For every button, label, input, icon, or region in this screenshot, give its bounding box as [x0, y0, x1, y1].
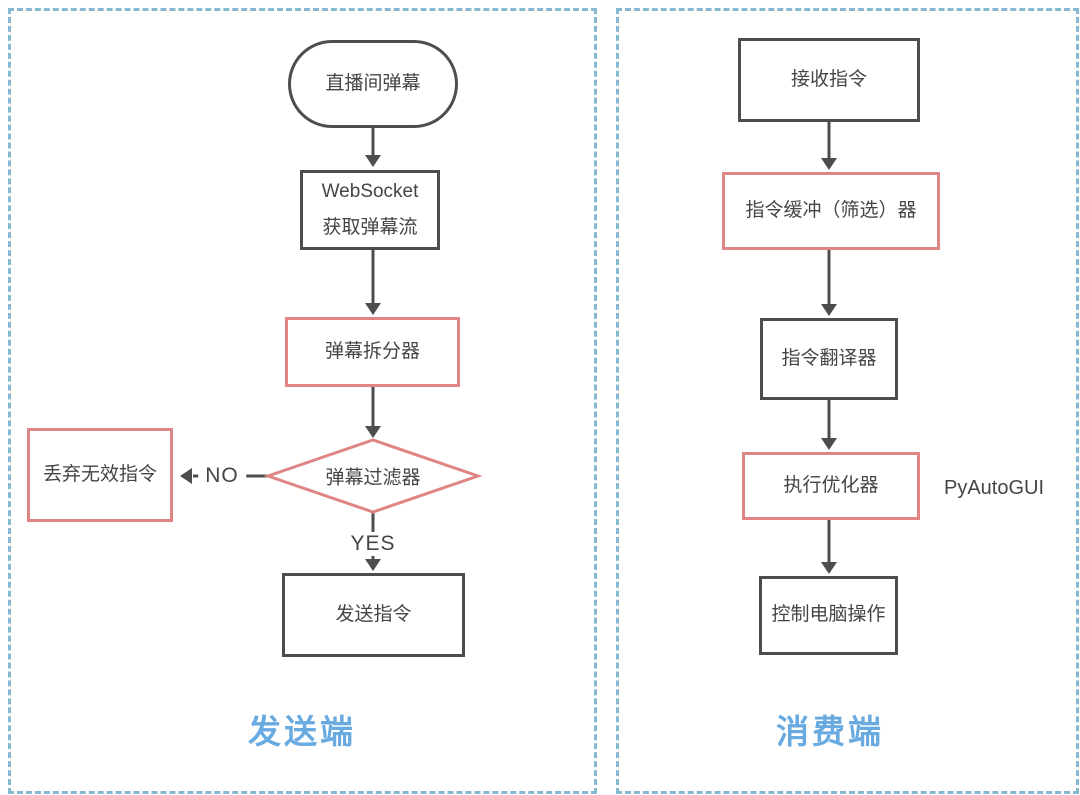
- node-websocket-label-line1: WebSocket: [321, 180, 419, 202]
- node-danmaku-splitter-label: 弹幕拆分器: [324, 340, 420, 362]
- node-discard-invalid-label: 丢弃无效指令: [42, 463, 157, 485]
- node-websocket-label-line2: 获取弹幕流: [322, 217, 418, 238]
- node-websocket: WebSocket 获取弹幕流: [300, 170, 440, 250]
- node-send-command-label: 发送指令: [335, 603, 412, 625]
- node-receive-command-label: 接收指令: [790, 68, 867, 90]
- node-send-command: 发送指令: [282, 573, 465, 657]
- edge-label-yes: YES: [343, 532, 403, 556]
- node-execution-optimizer: 执行优化器: [742, 452, 920, 520]
- node-command-buffer: 指令缓冲（筛选）器: [722, 172, 940, 250]
- annotation-pyautogui: PyAutoGUI: [944, 477, 1045, 499]
- sender-panel: [8, 8, 597, 794]
- edge-label-no: NO: [198, 464, 246, 488]
- node-live-danmaku-label: 直播间弹幕: [325, 72, 421, 94]
- node-discard-invalid: 丢弃无效指令: [27, 428, 173, 522]
- node-execution-optimizer-label: 执行优化器: [783, 474, 879, 496]
- node-command-translator: 指令翻译器: [760, 318, 898, 400]
- consumer-panel: [616, 8, 1079, 794]
- consumer-title: 消费端: [776, 713, 884, 750]
- node-command-buffer-label: 指令缓冲（筛选）器: [745, 199, 917, 221]
- node-command-translator-label: 指令翻译器: [781, 347, 877, 369]
- node-danmaku-splitter: 弹幕拆分器: [285, 317, 460, 387]
- node-control-computer-label: 控制电脑操作: [771, 604, 886, 626]
- sender-title: 发送端: [248, 713, 356, 750]
- node-receive-command: 接收指令: [738, 38, 920, 122]
- node-control-computer: 控制电脑操作: [759, 576, 898, 655]
- node-live-danmaku: 直播间弹幕: [288, 40, 458, 128]
- node-danmaku-filter: 弹幕过滤器: [325, 467, 421, 489]
